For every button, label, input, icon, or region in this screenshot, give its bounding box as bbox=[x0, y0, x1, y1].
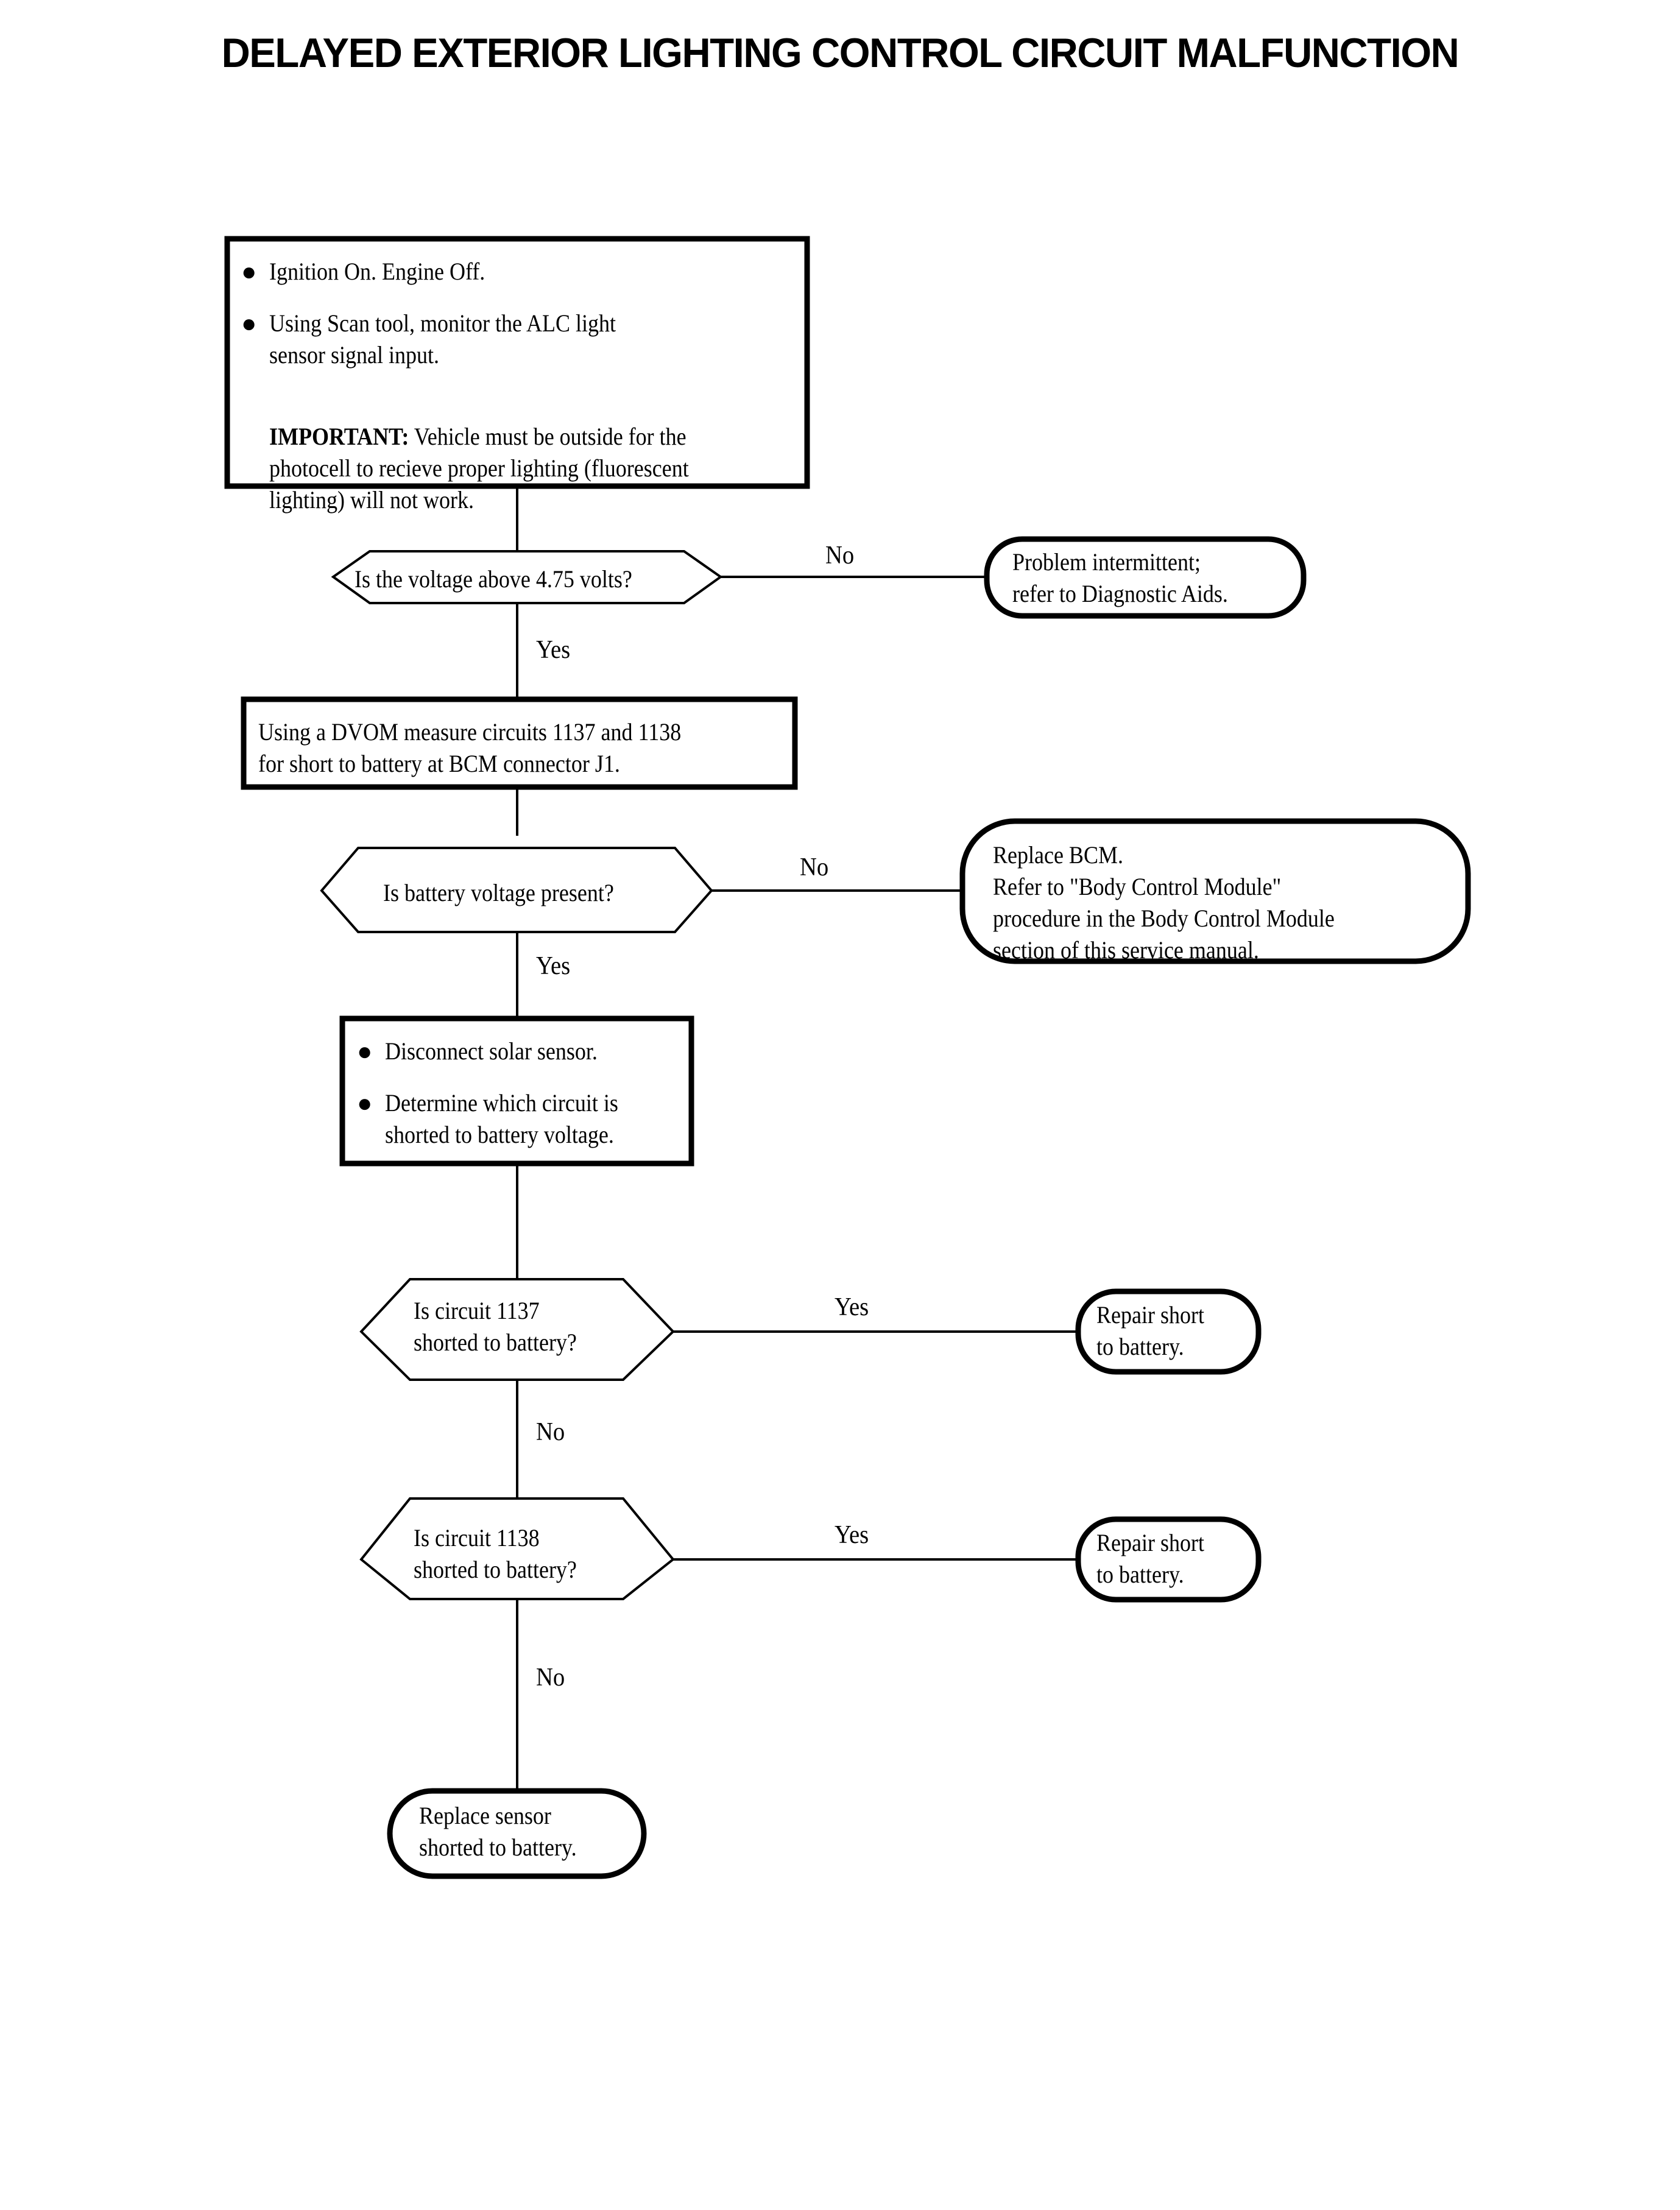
node-term3-shape bbox=[1075, 1288, 1262, 1375]
node-dec1-shape bbox=[331, 550, 723, 604]
edge-label-dec4-no: No bbox=[536, 1664, 565, 1692]
node-term1-label: Problem intermittent; refer to Diagnosti… bbox=[1012, 548, 1228, 607]
step1-bullet-2: ● Using Scan tool, monitor the ALC light… bbox=[241, 308, 796, 371]
step3-bullet-1-text: Disconnect solar sensor. bbox=[385, 1037, 598, 1065]
edge-label-dec4-yes: Yes bbox=[835, 1521, 869, 1549]
node-step1-content: ● Ignition On. Engine Off. ● Using Scan … bbox=[241, 256, 796, 516]
node-term2-label: Replace BCM. Refer to "Body Control Modu… bbox=[993, 841, 1335, 964]
step1-bullet-1-text: Ignition On. Engine Off. bbox=[269, 258, 485, 285]
page-title: DELAYED EXTERIOR LIGHTING CONTROL CIRCUI… bbox=[221, 30, 1459, 76]
node-step3-shape bbox=[339, 1015, 694, 1167]
edge-label-dec1-no: No bbox=[825, 542, 855, 570]
step3-bullet-2: ● Determine which circuit is shorted to … bbox=[357, 1087, 689, 1151]
bullet-icon: ● bbox=[241, 258, 257, 286]
edge-label-dec3-yes: Yes bbox=[835, 1293, 869, 1321]
edge-label-dec1-yes: Yes bbox=[536, 636, 571, 664]
step1-important-note: IMPORTANT: Vehicle must be outside for t… bbox=[269, 389, 743, 516]
node-term5-shape bbox=[387, 1788, 647, 1879]
node-dec1-label: Is the voltage above 4.75 volts? bbox=[355, 565, 632, 593]
node-dec3-shape bbox=[359, 1278, 675, 1381]
node-dec4-label: Is circuit 1138 shorted to battery? bbox=[414, 1524, 577, 1583]
node-dec3-label: Is circuit 1137 shorted to battery? bbox=[414, 1297, 577, 1356]
node-step3-content: ● Disconnect solar sensor. ● Determine w… bbox=[357, 1036, 689, 1169]
node-step2-shape bbox=[241, 696, 798, 790]
node-dec2-shape bbox=[320, 847, 713, 933]
step1-bullet-2-text: Using Scan tool, monitor the ALC light s… bbox=[269, 309, 616, 369]
node-dec2-label: Is battery voltage present? bbox=[383, 879, 614, 906]
important-text: Vehicle must be outside for the photocel… bbox=[269, 422, 689, 514]
bullet-icon: ● bbox=[357, 1089, 373, 1118]
edge-label-dec2-yes: Yes bbox=[536, 952, 571, 980]
bullet-icon: ● bbox=[357, 1038, 373, 1066]
bullet-icon: ● bbox=[241, 309, 257, 338]
node-term1-shape bbox=[984, 536, 1307, 619]
node-dec4-shape bbox=[359, 1497, 675, 1600]
node-term2-shape bbox=[959, 818, 1471, 964]
step3-bullet-2-text: Determine which circuit is shorted to ba… bbox=[385, 1089, 618, 1148]
node-term5-label: Replace sensor shorted to battery. bbox=[419, 1802, 577, 1861]
edge-label-dec3-no: No bbox=[536, 1418, 565, 1446]
important-label: IMPORTANT: bbox=[269, 422, 409, 450]
node-term4-label: Repair short to battery. bbox=[1096, 1529, 1204, 1588]
step1-bullet-1: ● Ignition On. Engine Off. bbox=[241, 256, 796, 289]
node-term4-shape bbox=[1075, 1516, 1262, 1603]
node-step2-label: Using a DVOM measure circuits 1137 and 1… bbox=[258, 718, 682, 777]
node-term3-label: Repair short to battery. bbox=[1096, 1301, 1204, 1360]
edge-label-dec2-no: No bbox=[800, 853, 829, 881]
step3-bullet-1: ● Disconnect solar sensor. bbox=[357, 1036, 689, 1069]
node-step1-shape bbox=[224, 236, 810, 489]
